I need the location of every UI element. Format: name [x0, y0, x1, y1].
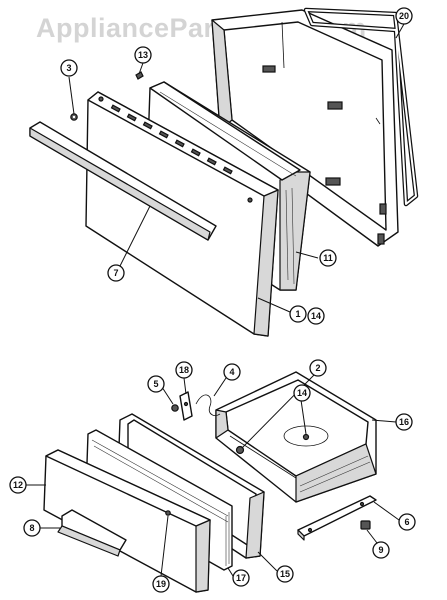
callout-13: 13: [134, 46, 152, 64]
callout-8: 8: [23, 519, 41, 537]
drawer-roller: [360, 520, 371, 530]
callout-9: 9: [372, 541, 390, 559]
callout-5: 5: [147, 375, 165, 393]
callout-17: 17: [232, 569, 250, 587]
callout-label: 16: [399, 417, 409, 427]
callout-19: 19: [152, 575, 170, 593]
drawer-handle: [57, 509, 127, 557]
callout-3: 3: [60, 59, 78, 77]
callout-6: 6: [398, 513, 416, 531]
callout-label: 17: [236, 573, 246, 583]
callout-label: 19: [156, 579, 166, 589]
drawer-bracket: [179, 391, 193, 421]
door-vent-slots: [110, 104, 233, 175]
drawer-front-panel: [43, 449, 211, 593]
callout-15: 15: [276, 565, 294, 583]
callout-2: 2: [309, 359, 327, 377]
callout-label: 4: [229, 367, 234, 377]
callout-12: 12: [9, 476, 27, 494]
callout-label: 2: [315, 363, 320, 373]
callout-label: 20: [399, 11, 409, 21]
callout-label: 6: [404, 517, 409, 527]
callout-14-door: 14: [307, 307, 325, 325]
callout-11: 11: [319, 249, 337, 267]
callout-label: 9: [378, 545, 383, 555]
drawer-slide-rail: [297, 495, 377, 541]
drawer-body: [215, 371, 377, 503]
callout-label: 14: [297, 388, 307, 398]
callout-label: 7: [113, 268, 118, 278]
drawer-screw: [171, 404, 179, 412]
callout-14-drawer: 14: [293, 384, 311, 402]
door-handle: [29, 121, 217, 241]
callout-label: 15: [280, 569, 290, 579]
callout-label: 14: [311, 311, 321, 321]
callout-label: 1: [295, 309, 300, 319]
callout-1: 1: [289, 305, 307, 323]
callout-label: 3: [66, 63, 71, 73]
drawer-wire: [195, 394, 221, 416]
callout-16: 16: [395, 413, 413, 431]
callout-label: 13: [138, 50, 148, 60]
callout-label: 8: [29, 523, 34, 533]
callout-label: 18: [179, 365, 189, 375]
callout-4: 4: [223, 363, 241, 381]
handle-screw: [70, 113, 78, 121]
callout-label: 5: [153, 379, 158, 389]
callout-7: 7: [107, 264, 125, 282]
door-gasket: [303, 7, 419, 207]
callout-20: 20: [395, 7, 413, 25]
callout-18: 18: [175, 361, 193, 379]
callout-label: 11: [323, 253, 333, 263]
callout-label: 12: [13, 480, 23, 490]
